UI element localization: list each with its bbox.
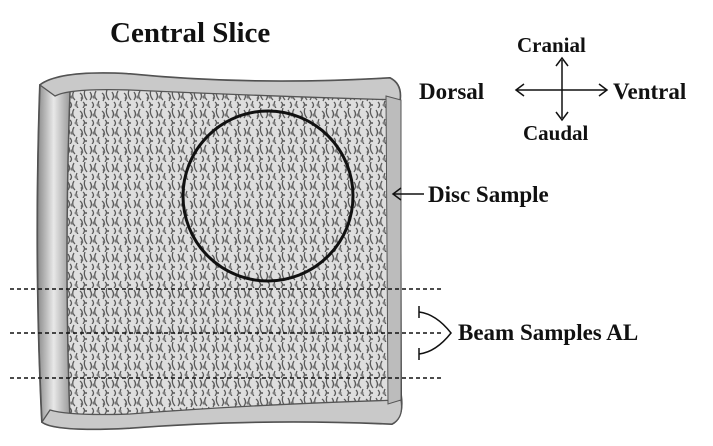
cortical-shell-right	[386, 96, 401, 404]
disc-sample-pointer: Disc Sample	[393, 182, 549, 207]
cortical-shell-left	[37, 85, 70, 422]
label-cranial: Cranial	[517, 33, 586, 57]
diagram-title: Central Slice	[110, 17, 270, 49]
beam-samples-pointer: Beam Samples AL	[419, 306, 638, 360]
label-beam-samples: Beam Samples AL	[458, 320, 638, 345]
label-caudal: Caudal	[523, 121, 589, 145]
label-dorsal: Dorsal	[419, 79, 484, 104]
label-ventral: Ventral	[613, 79, 686, 104]
orientation-compass: Cranial Caudal Dorsal Ventral	[419, 33, 686, 145]
label-disc-sample: Disc Sample	[428, 182, 549, 207]
